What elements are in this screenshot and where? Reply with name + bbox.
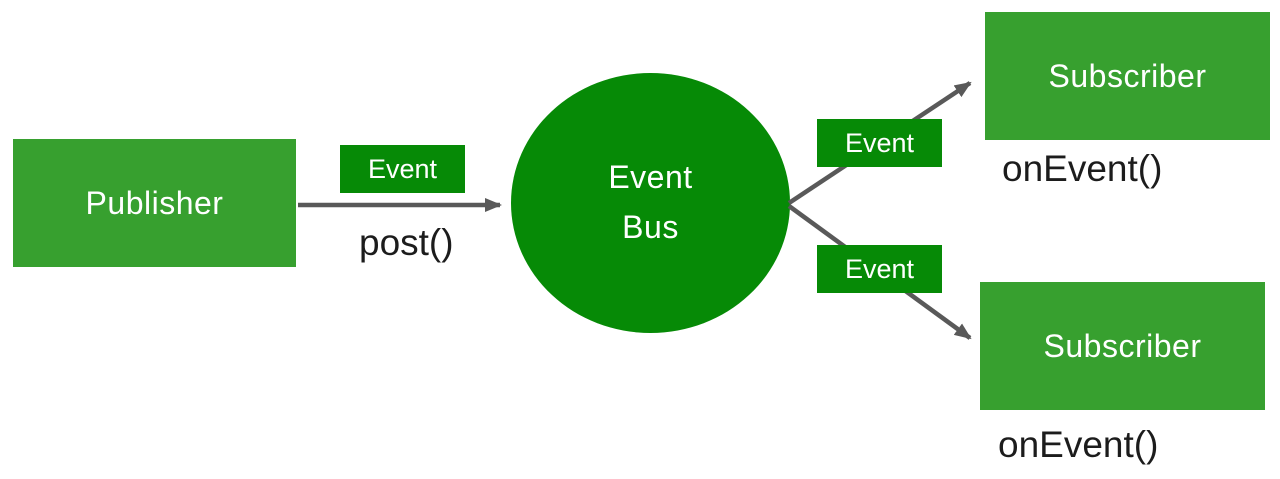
subscriber-top-node: Subscriber bbox=[985, 12, 1270, 140]
subscriber-bottom-label: Subscriber bbox=[1043, 327, 1202, 364]
event-label-publisher: Event bbox=[340, 145, 465, 193]
event-label-publisher-text: Event bbox=[367, 153, 438, 184]
post-method-label: post() bbox=[359, 222, 454, 263]
event-label-subscriber-top: Event bbox=[817, 119, 942, 167]
subscriber-bottom-node: Subscriber bbox=[980, 282, 1265, 410]
event-bus-node: Event Bus bbox=[511, 73, 790, 333]
event-label-subscriber-bottom: Event bbox=[817, 245, 942, 293]
subscriber-top-label: Subscriber bbox=[1048, 57, 1207, 94]
onevent-method-label-top: onEvent() bbox=[1002, 148, 1163, 189]
publisher-label: Publisher bbox=[85, 184, 224, 221]
event-label-subscriber-top-text: Event bbox=[844, 127, 915, 158]
publisher-node: Publisher bbox=[13, 139, 296, 267]
event-bus-label-line1: Event bbox=[608, 159, 693, 196]
event-label-subscriber-bottom-text: Event bbox=[844, 253, 915, 284]
event-bus-label-line2: Bus bbox=[622, 209, 679, 245]
onevent-method-label-bottom: onEvent() bbox=[998, 424, 1159, 465]
